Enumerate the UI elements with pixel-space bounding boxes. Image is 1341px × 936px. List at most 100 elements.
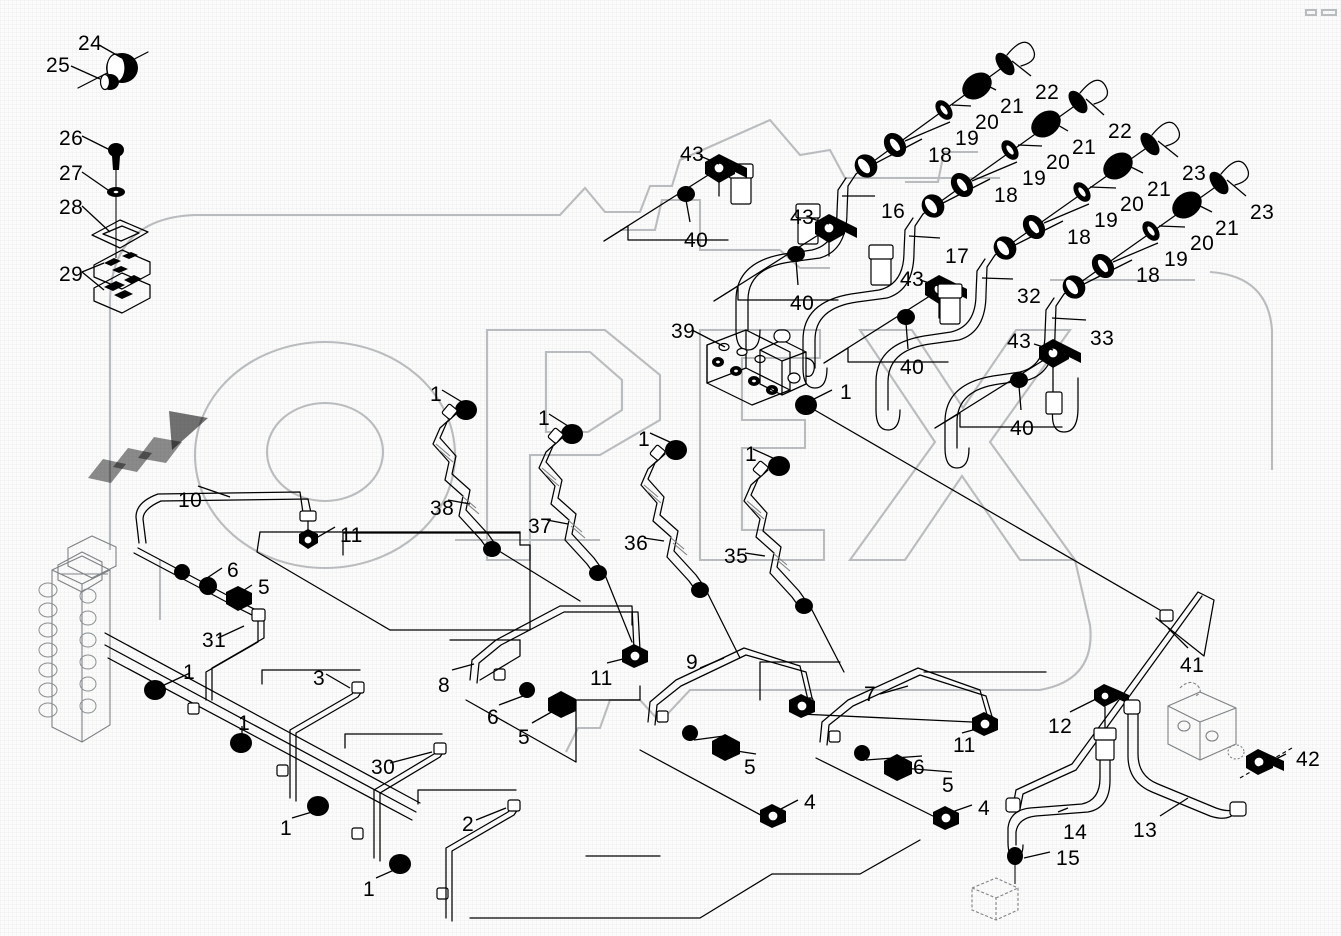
callout-18-a: 18 <box>928 144 953 167</box>
part-24-25-group <box>70 44 149 91</box>
callout-1-i: 1 <box>363 878 376 901</box>
callout-40-b: 40 <box>790 292 815 315</box>
callout-11-c: 11 <box>953 734 976 757</box>
coupler-chain-4 <box>1062 160 1250 299</box>
tube-35 <box>743 448 845 673</box>
callout-1-a: 1 <box>430 383 443 406</box>
callout-11-a: 11 <box>340 524 363 547</box>
callout-1-f: 1 <box>183 661 196 684</box>
callout-14: 14 <box>1063 821 1088 844</box>
callout-24: 24 <box>78 32 103 55</box>
direction-arrow-icon <box>88 411 208 483</box>
callout-21-c: 21 <box>1147 178 1172 201</box>
callout-43-b: 43 <box>790 206 815 229</box>
callout-40-c: 40 <box>900 356 925 379</box>
callout-21-d: 21 <box>1215 217 1240 240</box>
callout-6-d: 6 <box>913 756 926 779</box>
callout-12: 12 <box>1048 715 1073 738</box>
callout-29: 29 <box>59 263 84 286</box>
callout-13: 13 <box>1133 819 1158 842</box>
callout-20-a: 20 <box>975 111 1000 134</box>
fitting-43-b <box>713 214 857 302</box>
callout-42: 42 <box>1296 748 1321 771</box>
callout-11-b: 11 <box>590 667 613 690</box>
tube-12-14-15 <box>971 684 1129 921</box>
tube-13-42 <box>1123 681 1293 819</box>
callout-17: 17 <box>945 245 970 268</box>
callout-4-a: 4 <box>804 791 817 814</box>
callout-21-a: 21 <box>1000 95 1025 118</box>
callout-38: 38 <box>430 497 455 520</box>
callout-22-a: 22 <box>1035 81 1060 104</box>
callout-33: 33 <box>1090 327 1115 350</box>
callout-28: 28 <box>59 196 84 219</box>
tube-30 <box>344 733 447 862</box>
callout-43-a: 43 <box>680 143 705 166</box>
callout-26: 26 <box>59 127 84 150</box>
callout-10: 10 <box>178 489 203 512</box>
hose-32 <box>868 244 1014 431</box>
part-26-29-group <box>81 135 151 314</box>
callout-19-d: 19 <box>1164 248 1189 271</box>
main-lines-bottomleft <box>104 632 449 900</box>
callout-27: 27 <box>59 162 84 185</box>
tube-9 <box>639 647 973 828</box>
callout-19-a: 19 <box>955 127 980 150</box>
callout-7: 7 <box>864 683 877 706</box>
callout-21-b: 21 <box>1072 136 1097 159</box>
callout-9: 9 <box>686 651 699 674</box>
callout-6-a: 6 <box>227 559 240 582</box>
leader-1-top <box>795 389 1161 611</box>
tube-8 <box>451 605 648 763</box>
callout-35: 35 <box>724 545 749 568</box>
tube-3 <box>261 669 365 802</box>
callout-30: 30 <box>371 756 396 779</box>
callout-31: 31 <box>202 629 227 652</box>
callout-6-c: 6 <box>715 737 728 760</box>
callout-19-b: 19 <box>1022 167 1047 190</box>
callout-32: 32 <box>1017 285 1042 308</box>
callout-25: 25 <box>46 54 71 77</box>
callout-15: 15 <box>1056 847 1081 870</box>
valve-bank <box>38 535 117 743</box>
callout-22-b: 22 <box>1108 120 1133 143</box>
fitting-43-d <box>934 339 1081 433</box>
tube-31 <box>133 547 266 701</box>
callout-20-c: 20 <box>1120 193 1145 216</box>
callout-23-a: 23 <box>1182 162 1207 185</box>
coupler-chain-3 <box>993 121 1181 260</box>
callout-20-b: 20 <box>1046 151 1071 174</box>
callout-5-a: 5 <box>258 576 271 599</box>
manifold-39 <box>691 329 815 406</box>
callout-43-d: 43 <box>1007 330 1032 353</box>
tube-7 <box>815 667 998 830</box>
hose-17 <box>795 203 941 389</box>
callout-1-c: 1 <box>638 428 651 451</box>
callout-2: 2 <box>462 813 475 836</box>
callout-16: 16 <box>881 200 906 223</box>
callout-1-d: 1 <box>745 443 758 466</box>
callout-43-c: 43 <box>900 268 925 291</box>
callout-19-c: 19 <box>1094 209 1119 232</box>
tube-36 <box>640 432 741 659</box>
coupler-chain-1 <box>854 41 1036 178</box>
callout-5-c: 5 <box>744 756 757 779</box>
callout-1-e: 1 <box>840 381 853 404</box>
tube-10 <box>135 485 531 631</box>
callout-39: 39 <box>671 320 696 343</box>
callout-1-h: 1 <box>280 817 293 840</box>
callout-18-c: 18 <box>1067 226 1092 249</box>
callout-37: 37 <box>528 515 553 538</box>
tube-37 <box>538 413 633 643</box>
callout-36: 36 <box>624 532 649 555</box>
callout-8: 8 <box>438 674 451 697</box>
tube-41 <box>1005 591 1215 813</box>
callout-5-b: 5 <box>518 726 531 749</box>
fitting-43-a <box>603 154 747 242</box>
callout-41: 41 <box>1180 654 1205 677</box>
callout-1-g: 1 <box>238 712 251 735</box>
coupler-chain-2 <box>921 79 1109 218</box>
callout-40-a: 40 <box>684 229 709 252</box>
